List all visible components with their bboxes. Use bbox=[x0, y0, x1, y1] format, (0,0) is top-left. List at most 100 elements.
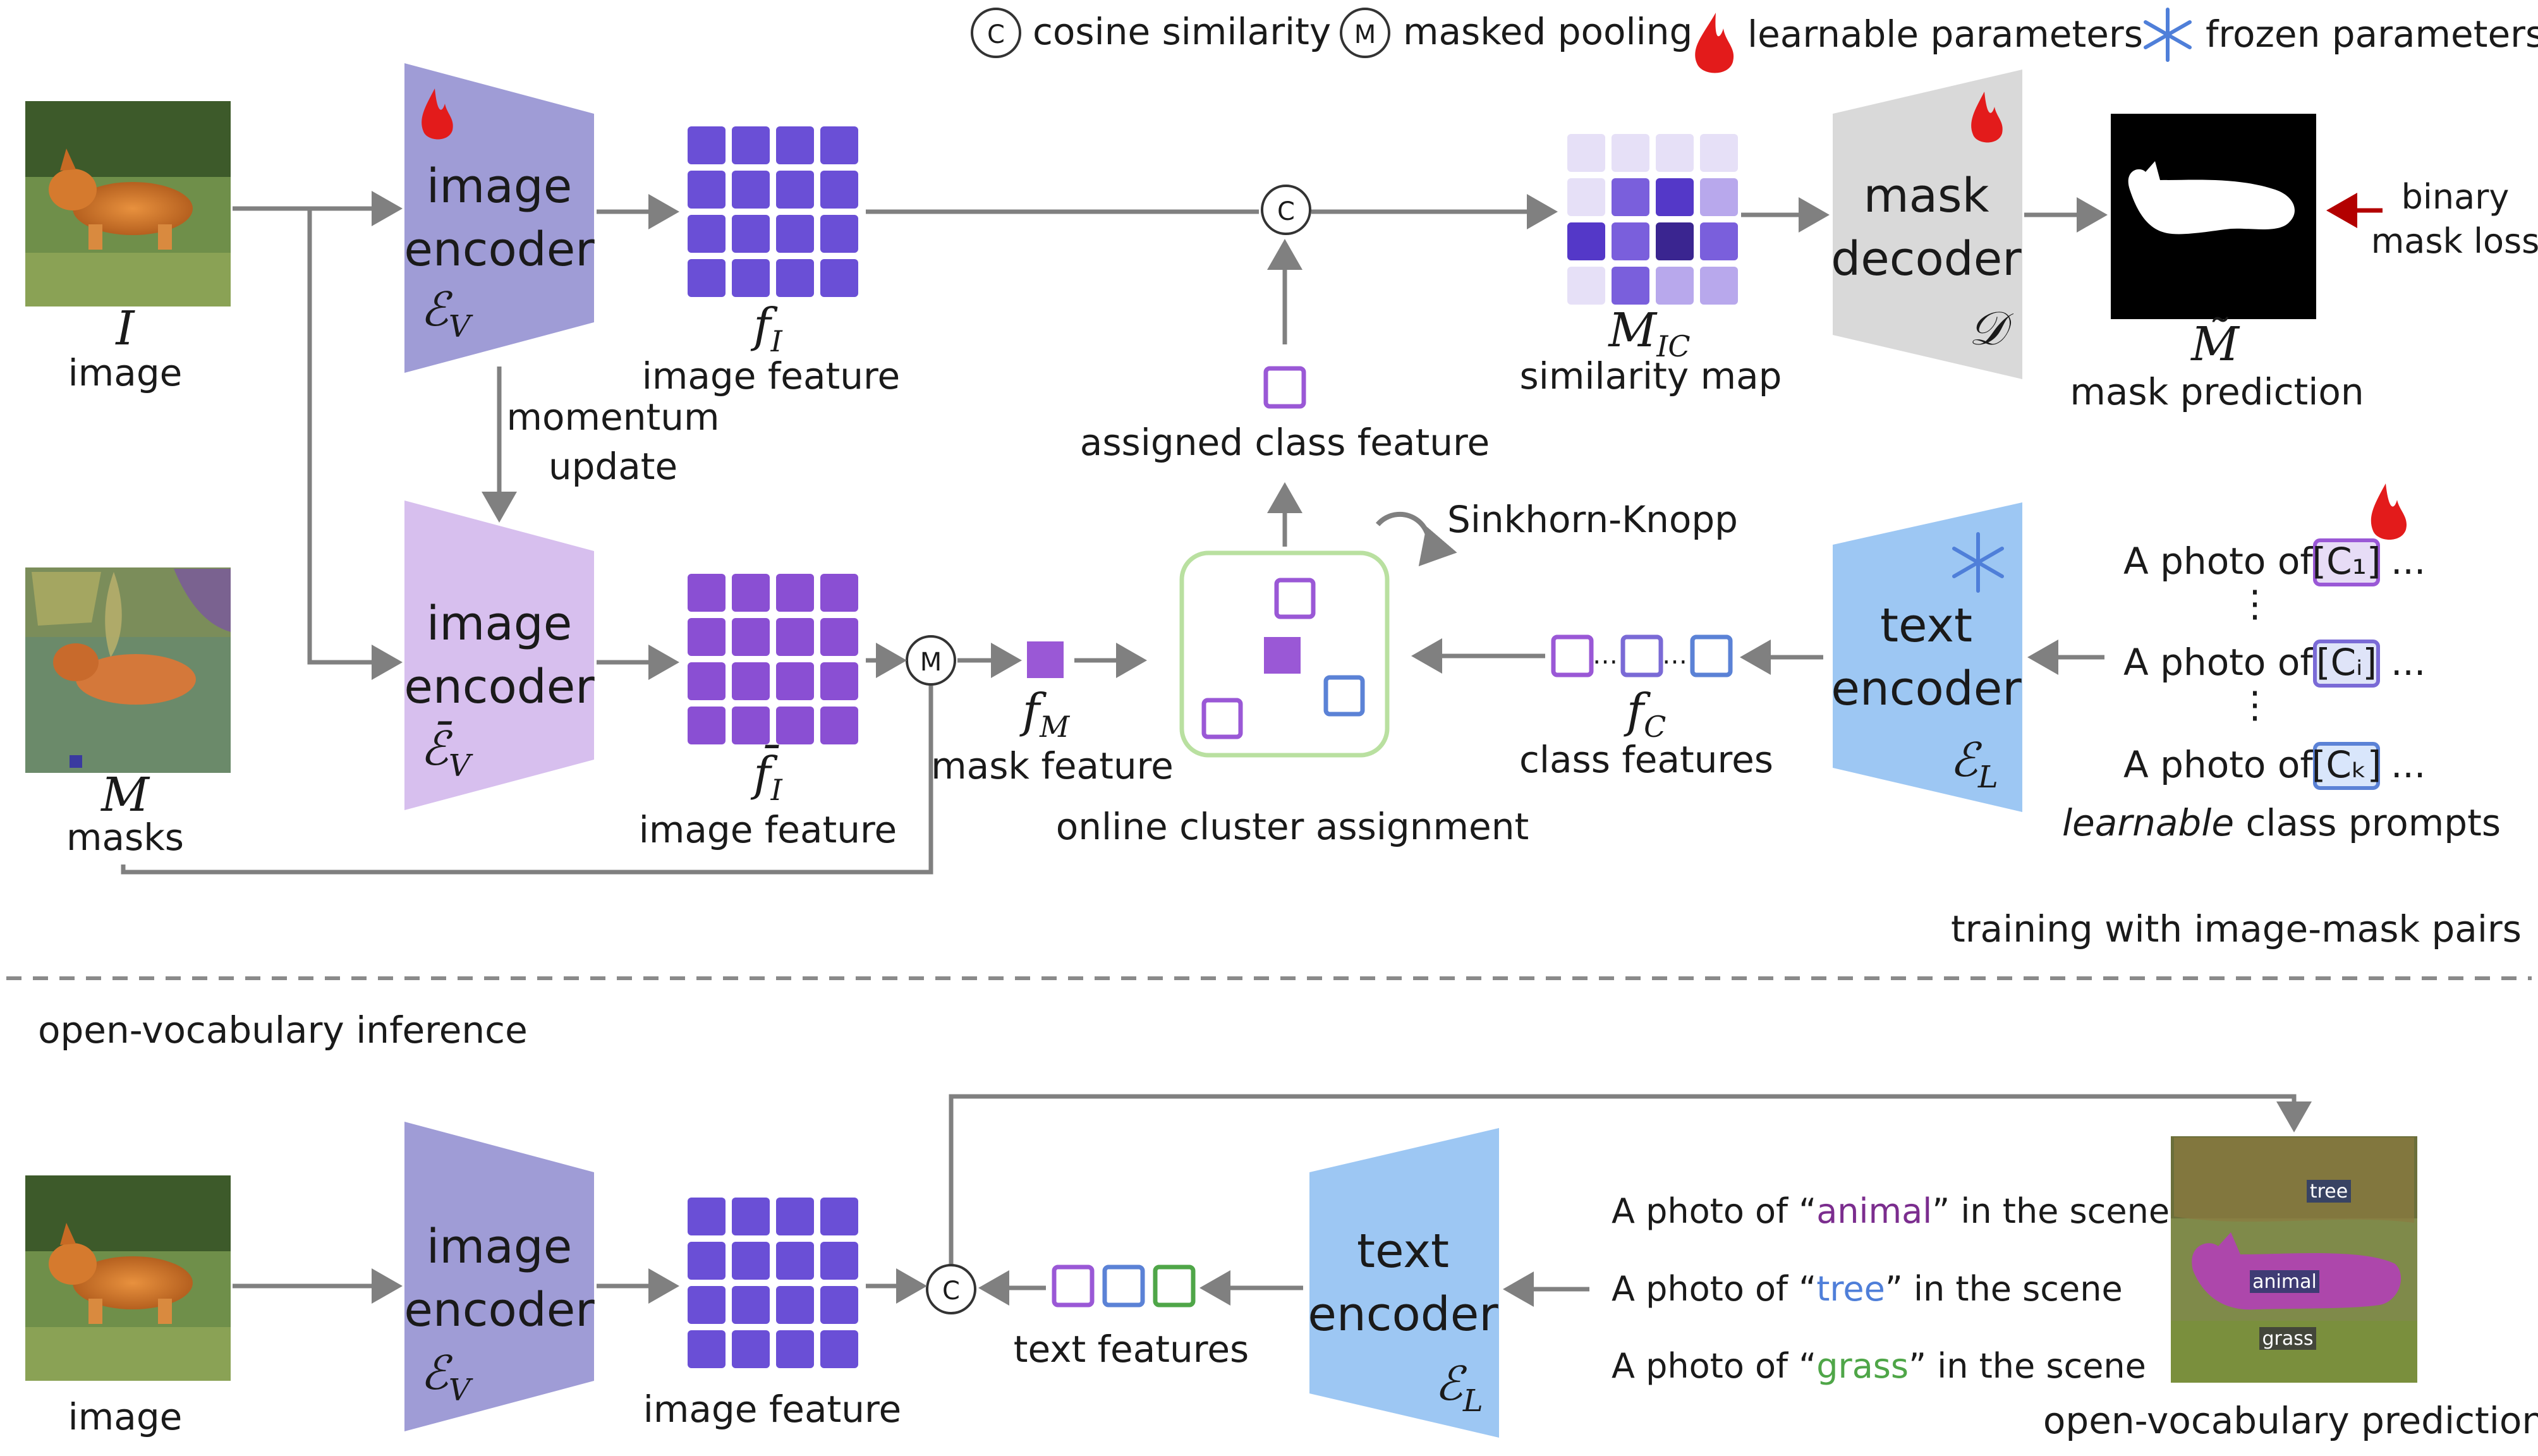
grid-cell bbox=[820, 618, 858, 656]
inference-text-encoder-block bbox=[1309, 1128, 1499, 1438]
grid-cell bbox=[688, 1286, 726, 1324]
prompt3-token: [Cₖ] bbox=[2312, 743, 2381, 786]
encoder1-line2: encoder bbox=[404, 222, 595, 277]
inference-encoder-line1: image bbox=[427, 1220, 573, 1274]
prompt3-prefix: A photo of bbox=[2123, 743, 2314, 786]
grid-cell bbox=[688, 1198, 726, 1235]
class-feature-square bbox=[1690, 634, 1733, 677]
sim-label: similarity map bbox=[1520, 355, 1782, 397]
loss-line1: binary bbox=[2401, 177, 2510, 217]
grid-cell bbox=[1567, 267, 1605, 305]
encoder2-line2: encoder bbox=[404, 660, 595, 714]
cosine-node-letter: C bbox=[1277, 197, 1295, 226]
prompt1-token: [C₁] bbox=[2312, 540, 2381, 583]
grid-cell bbox=[776, 126, 814, 164]
fc-label: class features bbox=[1519, 738, 1773, 781]
text-feature-square bbox=[1153, 1265, 1196, 1307]
grid-cell bbox=[820, 259, 858, 297]
input-symbol: I bbox=[114, 301, 135, 356]
grid-cell bbox=[732, 126, 770, 164]
cosine-symbol-icon bbox=[971, 8, 1021, 58]
sim-symbol: MIC bbox=[1607, 303, 1690, 363]
grid-cell bbox=[820, 215, 858, 253]
sinkhorn-label: Sinkhorn-Knopp bbox=[1447, 498, 1738, 541]
input-label: image bbox=[68, 351, 183, 394]
grid-cell bbox=[732, 574, 770, 612]
grid-cell bbox=[732, 1198, 770, 1235]
grid-cell bbox=[688, 126, 726, 164]
prompt-vdots: ⋮ bbox=[2237, 683, 2273, 726]
encoder2-line1: image bbox=[427, 597, 573, 651]
flame-icon bbox=[422, 88, 453, 140]
inference-prompts: A photo of “animal” in the scene A photo… bbox=[1612, 1191, 2170, 1386]
grid-cell bbox=[688, 1330, 726, 1368]
grid-cell bbox=[1612, 134, 1649, 172]
prompt-token-ci bbox=[2313, 640, 2380, 688]
tag-grass: grass bbox=[2262, 1328, 2313, 1350]
inference-text-symbol: ℰL bbox=[1435, 1357, 1483, 1419]
masked-pooling-node bbox=[906, 635, 956, 686]
flame-icon bbox=[1971, 92, 2003, 143]
inference-text-line1: text bbox=[1357, 1224, 1449, 1278]
grid-cell bbox=[688, 259, 726, 297]
grid-cell bbox=[1567, 134, 1605, 172]
class-feature-square bbox=[1551, 634, 1594, 677]
cluster-square bbox=[1201, 698, 1243, 739]
grid-cell bbox=[776, 215, 814, 253]
training-connectors bbox=[121, 191, 2108, 875]
prompt1-suffix: ... bbox=[2391, 540, 2426, 583]
grid-cell bbox=[776, 1286, 814, 1324]
masked-pooling-symbol-icon bbox=[1340, 8, 1390, 58]
text-features-label: text features bbox=[1014, 1328, 1249, 1371]
grid-cell bbox=[776, 707, 814, 744]
grid-cell bbox=[1567, 222, 1605, 260]
fi-symbol: fI bbox=[750, 298, 782, 358]
grid-cell bbox=[776, 171, 814, 209]
fibar-label: image feature bbox=[639, 808, 897, 851]
grid-cell bbox=[732, 1286, 770, 1324]
class-feature-dots: … bbox=[1662, 641, 1687, 670]
text-encoder-line2: encoder bbox=[1831, 662, 2022, 716]
inference-text-line2: encoder bbox=[1308, 1287, 1498, 1342]
cluster-label: online cluster assignment bbox=[1056, 805, 1529, 848]
grid-cell bbox=[732, 1330, 770, 1368]
grid-cell bbox=[732, 1242, 770, 1280]
mask-feature-square bbox=[1027, 641, 1064, 678]
prompt2-prefix: A photo of bbox=[2123, 641, 2314, 684]
prompt-token-ck bbox=[2313, 742, 2380, 790]
prediction-label: open-vocabulary prediction bbox=[2043, 1399, 2538, 1442]
class-feature-square bbox=[1620, 634, 1663, 677]
training-section-label: training with image-mask pairs bbox=[1951, 907, 2522, 950]
momentum-line1: momentum bbox=[507, 396, 720, 439]
text-feature-square bbox=[1102, 1265, 1145, 1307]
fc-symbol: fC bbox=[1624, 684, 1667, 744]
prompt3-suffix: ... bbox=[2391, 743, 2426, 786]
tag-animal: animal bbox=[2252, 1271, 2317, 1293]
inference-image-encoder-block bbox=[404, 1122, 594, 1431]
assigned-label: assigned class feature bbox=[1080, 421, 1490, 464]
masked-symbol-letter: M bbox=[1354, 20, 1376, 49]
inference-cosine-letter: C bbox=[942, 1277, 960, 1306]
inference-input-label: image bbox=[68, 1395, 183, 1438]
grid-cell bbox=[688, 1242, 726, 1280]
grid-cell bbox=[776, 1330, 814, 1368]
grid-cell bbox=[820, 1330, 858, 1368]
snowflake-icon bbox=[1952, 532, 2004, 593]
cluster-mask-square bbox=[1264, 637, 1301, 674]
mask-decoder-block bbox=[1833, 70, 2022, 379]
legend-cosine-label: cosine similarity bbox=[1033, 10, 1331, 53]
inference-cosine-node bbox=[926, 1264, 976, 1314]
grid-cell bbox=[820, 1286, 858, 1324]
grid-cell bbox=[820, 1198, 858, 1235]
snowflake-icon bbox=[2144, 8, 2192, 62]
decoder-line1: mask bbox=[1864, 169, 1989, 223]
text-encoder-line1: text bbox=[1880, 598, 1972, 653]
masks-image-photo bbox=[25, 567, 231, 773]
grid-cell bbox=[732, 707, 770, 744]
inference-prompt-grass: A photo of “grass” in the scene bbox=[1612, 1346, 2146, 1386]
inference-feature-label: image feature bbox=[643, 1388, 902, 1431]
grid-cell bbox=[776, 1198, 814, 1235]
grid-cell bbox=[776, 662, 814, 700]
image-feature-grid bbox=[688, 126, 858, 297]
